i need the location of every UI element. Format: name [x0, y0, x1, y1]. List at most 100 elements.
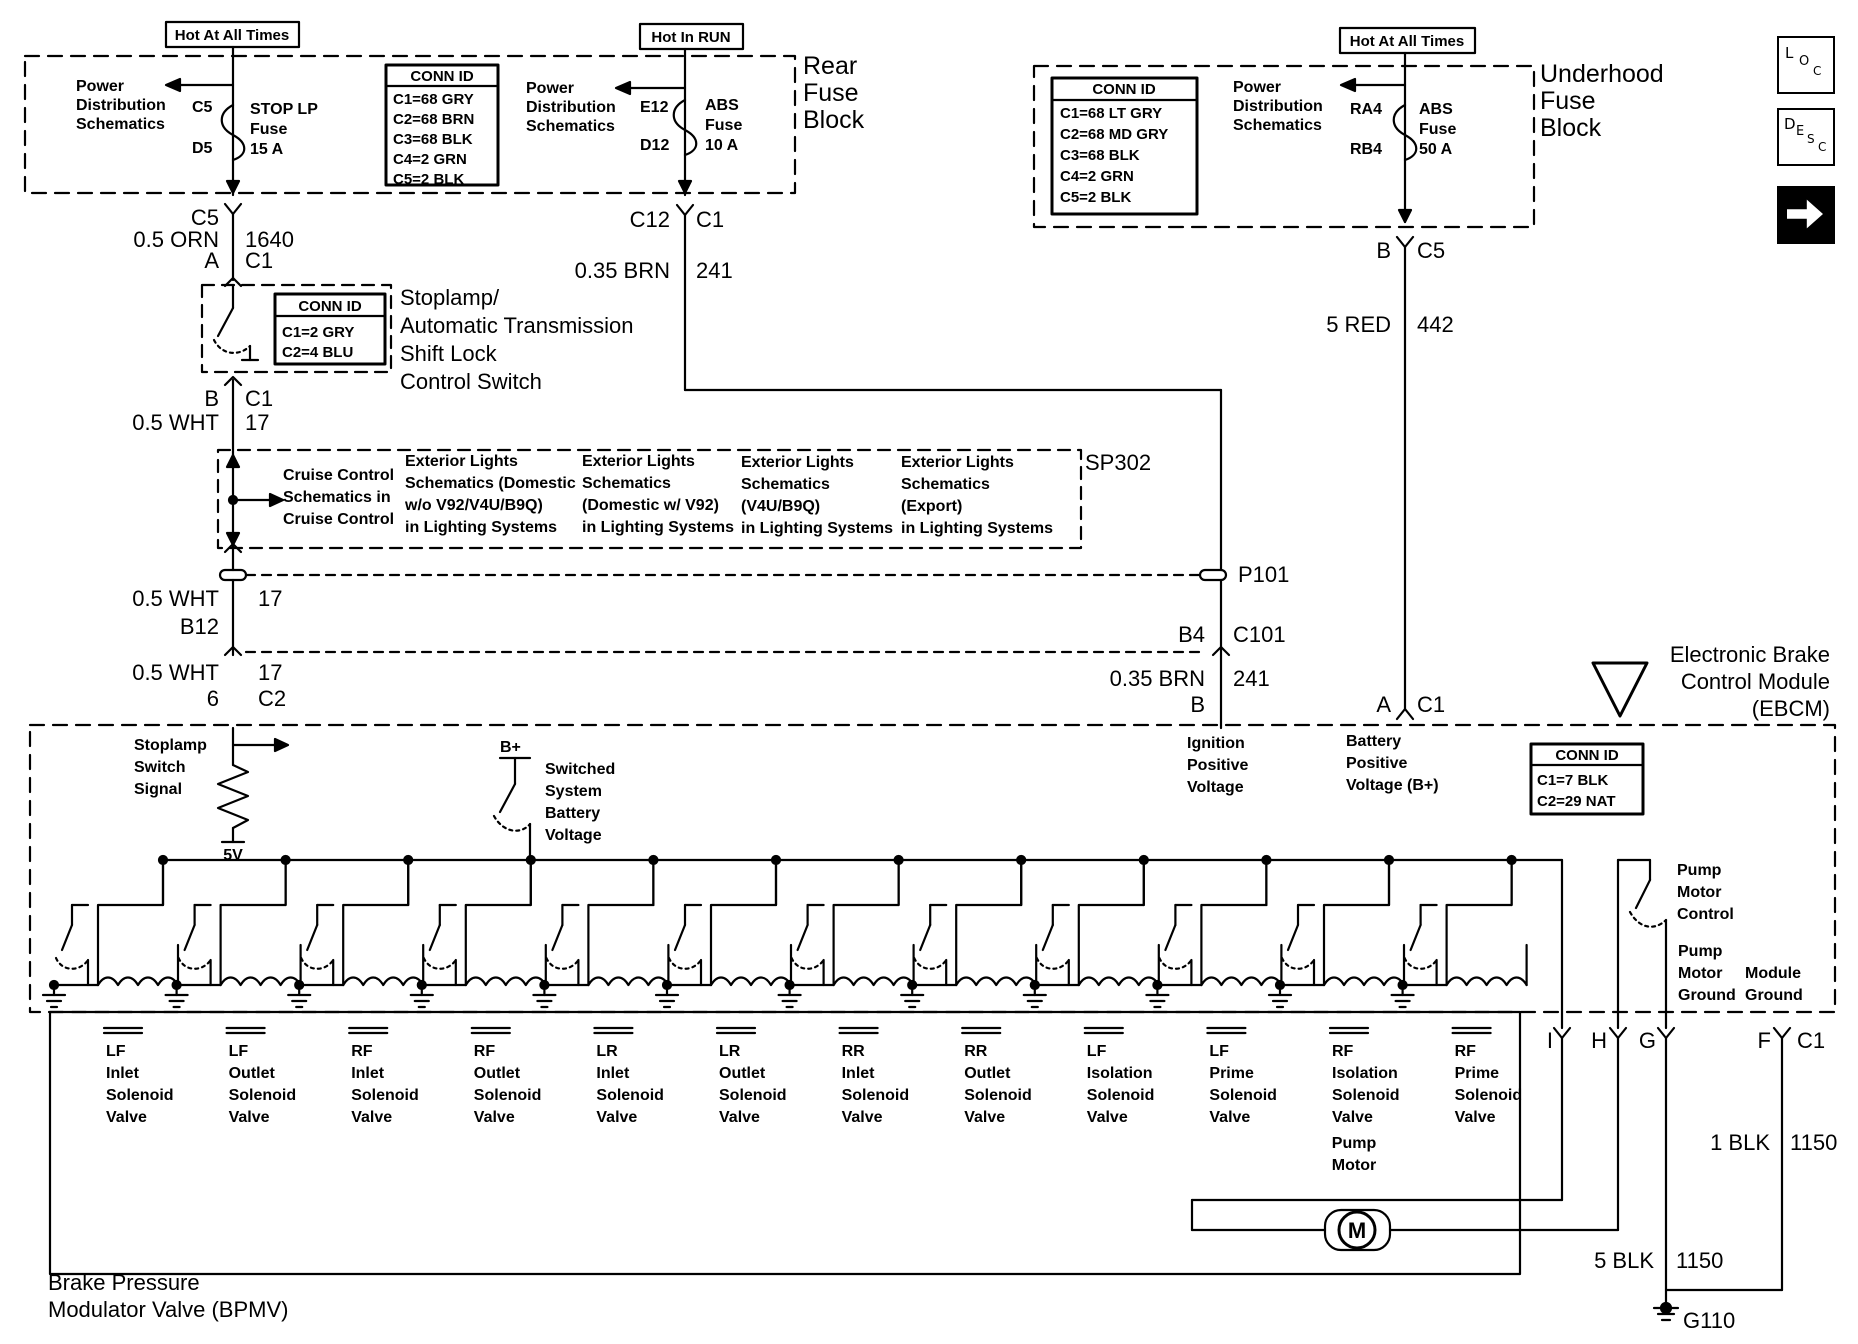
- underhood-conn-id-line: C5=2 BLK: [1060, 189, 1131, 206]
- underhood-conn-id-line: C3=68 BLK: [1060, 147, 1140, 164]
- solenoid-supply-tap: [834, 860, 899, 985]
- hot-at-all-times-label-2: Hot At All Times: [1350, 33, 1464, 50]
- wire-pin-b-3: B: [1376, 238, 1391, 263]
- solenoid-supply-tap: [1079, 860, 1144, 985]
- rear-conn-id-line: C5=2 BLK: [393, 171, 464, 188]
- sp302-label: SP302: [1085, 450, 1151, 475]
- ebcm-pin-i: I: [1547, 1028, 1553, 1053]
- driver-switch-link: [546, 958, 578, 969]
- wire-0-35-brn-gauge-2: 0.35 BRN: [1110, 666, 1205, 691]
- sp302-splice-outline: [218, 450, 1081, 548]
- underhood-conn-id-line: C1=68 LT GRY: [1060, 105, 1162, 122]
- driver-switch-blade: [307, 925, 317, 950]
- solenoid-coil: [1201, 978, 1281, 986]
- solenoid-coil: [466, 978, 546, 986]
- solenoid-supply-tap: [711, 860, 776, 985]
- pump-motor-m-symbol: M: [1348, 1218, 1366, 1243]
- underhood-conn-id-box: [1052, 78, 1197, 214]
- wire-1640-circuit: 1640: [245, 227, 294, 252]
- wire-241-circuit-2: 241: [1233, 666, 1270, 691]
- ebcm-pin-g: G: [1639, 1028, 1656, 1053]
- rear-conn-id-line: C4=2 GRN: [393, 151, 467, 168]
- terminal-e12-label: E12: [640, 99, 669, 116]
- loc-icon[interactable]: L O C: [1777, 36, 1835, 94]
- solenoid-supply-tap: [956, 860, 1021, 985]
- driver-switch-link: [1282, 958, 1314, 969]
- desc-icon[interactable]: D E S C: [1777, 108, 1835, 166]
- wire-pin-a-2: A: [1376, 692, 1391, 717]
- solenoid-coil: [221, 978, 301, 986]
- underhood-conn-id-line: C2=68 MD GRY: [1060, 126, 1168, 143]
- solenoid-coil: [98, 978, 178, 986]
- driver-switch-link: [301, 958, 333, 969]
- rear-conn-id-title: CONN ID: [410, 68, 474, 85]
- solenoid-supply-tap: [1447, 860, 1512, 985]
- wire-c1-connector-2: C1: [245, 386, 273, 411]
- wire-0-5-wht-gauge: 0.5 WHT: [132, 410, 219, 435]
- solenoid-coil: [834, 978, 914, 986]
- stop-lp-fuse-symbol: [222, 105, 245, 160]
- driver-switch-link: [914, 958, 946, 969]
- rear-conn-id-line: C3=68 BLK: [393, 131, 473, 148]
- g110-ground-label: G110: [1683, 1308, 1735, 1333]
- driver-switch-blade: [1411, 925, 1421, 950]
- wire-5-blk-gauge: 5 BLK: [1594, 1248, 1654, 1273]
- rear-fuse-block-outline: [25, 56, 795, 193]
- wire-pin-b: B: [204, 386, 219, 411]
- five-volt-label: 5V: [223, 847, 243, 864]
- solenoid-coil: [343, 978, 423, 986]
- ebcm-conn-id-title: CONN ID: [1555, 747, 1619, 764]
- wire-0-5-wht-gauge-2: 0.5 WHT: [132, 586, 219, 611]
- wire-c1-connector: C1: [245, 248, 273, 273]
- wire-0-5-orn-gauge: 0.5 ORN: [133, 227, 219, 252]
- hot-at-all-times-label: Hot At All Times: [175, 27, 289, 44]
- solenoid-supply-tap: [588, 860, 653, 985]
- driver-switch-link: [56, 958, 88, 969]
- wire-pin-c12: C12: [630, 207, 670, 232]
- driver-switch-blade: [1165, 925, 1175, 950]
- ebcm-pin-f: F: [1758, 1028, 1771, 1053]
- driver-switch-link: [1159, 958, 1191, 969]
- hot-at-all-times-box-2: [1340, 28, 1475, 53]
- wire-0-35-brn-gauge: 0.35 BRN: [575, 258, 670, 283]
- pump-motor-body: [1325, 1210, 1390, 1250]
- next-page-arrow-icon[interactable]: [1777, 186, 1835, 244]
- wire-0-5-wht-gauge-3: 0.5 WHT: [132, 660, 219, 685]
- ebcm-conn-id-line: C2=29 NAT: [1537, 793, 1616, 810]
- wire-17-circuit-2: 17: [258, 586, 282, 611]
- wire-pin-6: 6: [207, 686, 219, 711]
- wire-442-circuit: 442: [1417, 312, 1454, 337]
- pullup-resistor: [218, 765, 248, 828]
- ebcm-connector-c1: C1: [1797, 1028, 1825, 1053]
- p101-connector-left: [220, 570, 246, 580]
- pump-motor-symbol: [1339, 1212, 1375, 1248]
- terminal-d5-label: D5: [192, 140, 213, 157]
- abs-10a-fuse-symbol: [674, 100, 697, 155]
- rear-conn-id-box: [386, 65, 498, 185]
- hot-in-run-label: Hot In RUN: [651, 29, 730, 46]
